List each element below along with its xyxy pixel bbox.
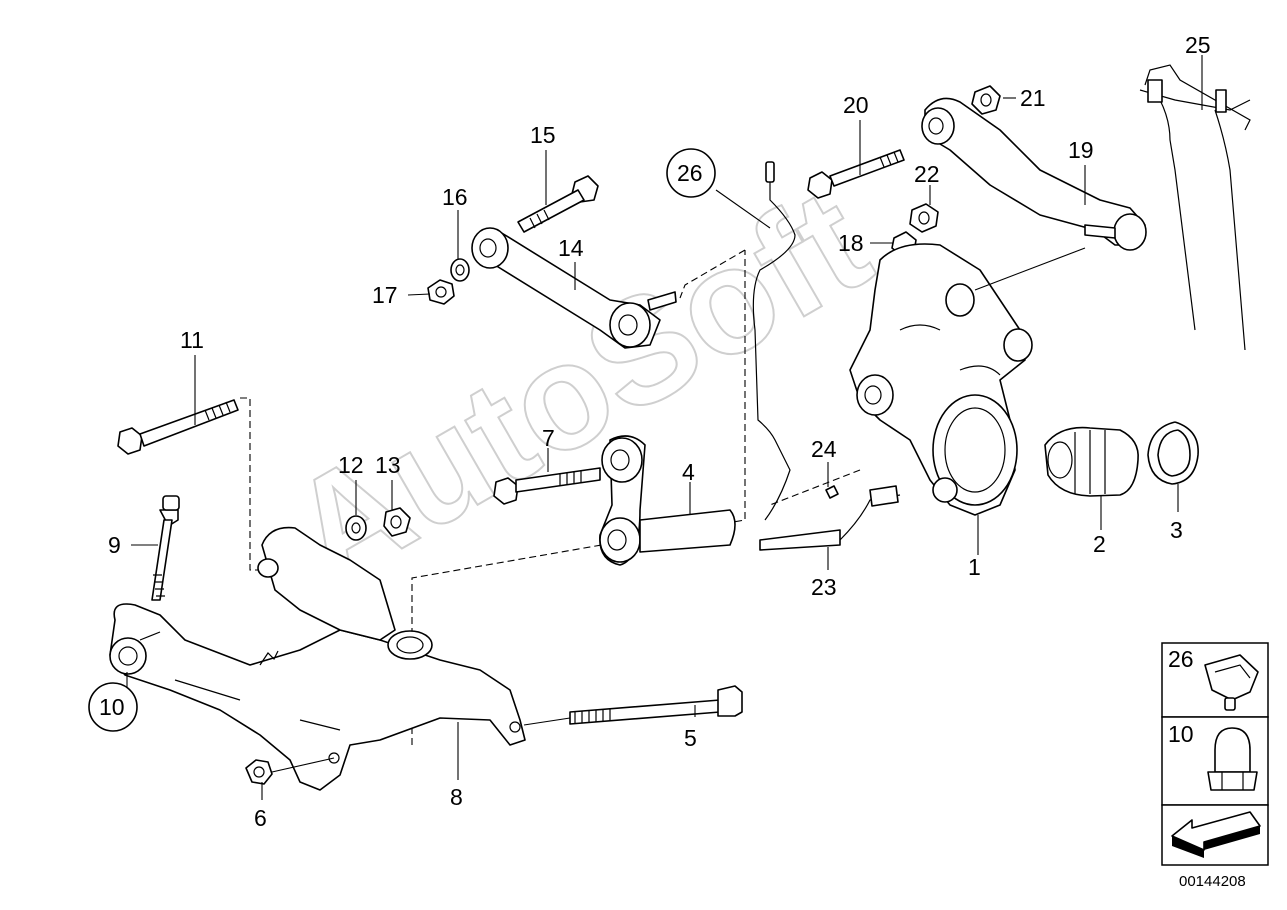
callout-18: 18 (838, 230, 864, 256)
callout-4: 4 (682, 459, 695, 485)
callout-17: 17 (372, 282, 398, 308)
callout-25: 25 (1185, 32, 1211, 58)
callout-12: 12 (338, 452, 364, 478)
callouts: 1 2 3 4 5 6 7 8 9 10 11 12 13 14 15 16 1… (88, 32, 1211, 831)
control-arm-part-19 (921, 97, 1147, 251)
bolt-part-7 (493, 467, 601, 505)
brake-lines-part-25 (1139, 64, 1251, 351)
callout-15: 15 (530, 122, 556, 148)
bolt-part-11 (117, 399, 239, 455)
bushing-part-21 (971, 85, 1001, 115)
callout-26-circle (666, 148, 716, 198)
axle-carrier-part-8 (109, 526, 526, 791)
bushing-part-13 (383, 507, 411, 537)
inset-10-label: 10 (1168, 721, 1194, 747)
sensor-clip-icon (1204, 654, 1259, 711)
callout-20: 20 (843, 92, 869, 118)
callout-1: 1 (968, 554, 981, 580)
callout-14: 14 (558, 235, 584, 261)
control-arm-part-14 (471, 227, 677, 349)
callout-11: 11 (180, 327, 204, 353)
long-bolt-part-5 (523, 685, 743, 726)
callout-10-circle (88, 682, 138, 732)
callout-3: 3 (1170, 517, 1183, 543)
nut-part-22 (909, 203, 939, 233)
bolt-part-15 (517, 175, 599, 233)
callout-23: 23 (811, 574, 837, 600)
callout-13: 13 (375, 452, 401, 478)
callout-24: 24 (811, 436, 837, 462)
leader-lines (126, 55, 1203, 800)
callout-26: 26 (677, 160, 703, 186)
wheel-carrier-part-1 (849, 243, 1033, 516)
wheel-bearing-part-2 (1044, 426, 1139, 497)
watermark: AutoSoft (261, 155, 895, 619)
callout-6: 6 (254, 805, 267, 831)
callout-7: 7 (542, 425, 555, 451)
cap-nut-icon (1207, 727, 1258, 791)
callout-10: 10 (99, 694, 125, 720)
bolt-part-9 (151, 495, 180, 601)
inset-26-label: 26 (1168, 646, 1194, 672)
callout-8: 8 (450, 784, 463, 810)
callout-9: 9 (108, 532, 121, 558)
bolt-part-20 (807, 149, 905, 199)
callout-21: 21 (1020, 85, 1046, 111)
inset-panel: 26 10 00144208 (1161, 642, 1269, 890)
washer-part-12 (345, 515, 367, 541)
washer-part-16 (450, 258, 470, 282)
callout-19: 19 (1068, 137, 1094, 163)
callout-2: 2 (1093, 531, 1106, 557)
nut-part-6 (245, 757, 335, 785)
callout-5: 5 (684, 725, 697, 751)
circlip-part-3 (1147, 421, 1199, 485)
link-part-4 (599, 435, 736, 566)
callout-16: 16 (442, 184, 468, 210)
sensor-cable-part-26-23 (752, 161, 901, 551)
direction-arrow-icon (1171, 811, 1261, 858)
nut-part-17 (427, 279, 455, 305)
watermark-text: AutoSoft (262, 156, 894, 618)
document-number: 00144208 (1179, 873, 1246, 890)
callout-22: 22 (914, 161, 940, 187)
